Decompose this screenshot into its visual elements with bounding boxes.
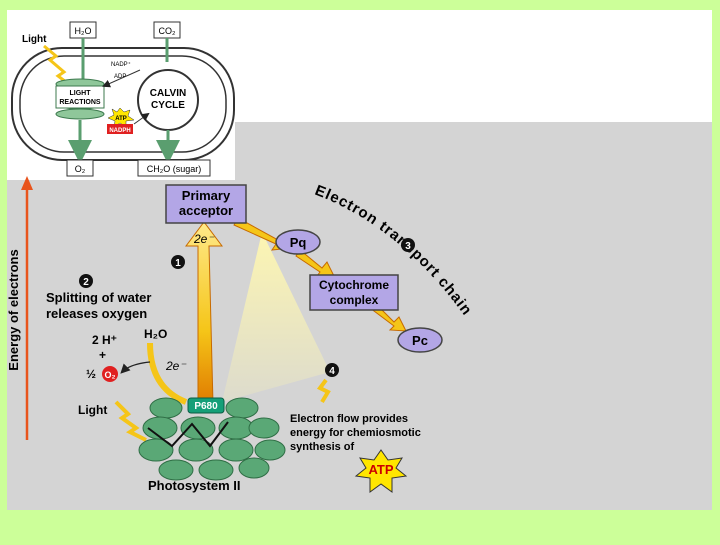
- overview-light-label: Light: [22, 34, 47, 45]
- plus-sign: +: [99, 348, 106, 362]
- pc-label: Pc: [412, 333, 428, 348]
- nadp-return-arrow: [102, 69, 141, 88]
- pc-oval: [397, 327, 443, 353]
- step-2-marker: [79, 274, 93, 288]
- pigment-molecule: [180, 416, 216, 440]
- half-label: ½: [86, 367, 96, 381]
- electron-flow-line2: energy for chemiosmotic: [290, 427, 421, 439]
- electrons-top-label: 2e⁻: [193, 232, 215, 246]
- light-label: Light: [78, 403, 107, 417]
- energy-axis-label: Energy of electrons: [6, 249, 21, 370]
- gray-panel-right: [235, 122, 712, 510]
- overview-sugar-box: [137, 159, 211, 177]
- atp-star: [354, 449, 408, 493]
- overview-h2o: H₂O: [75, 26, 92, 36]
- electron-boost-arrow: [185, 221, 223, 405]
- chloroplast-outline: [11, 47, 235, 161]
- overview-co2: CO₂: [159, 26, 177, 36]
- overview-adp: ADP: [114, 74, 126, 80]
- chloroplast-inner-outline: [19, 55, 227, 153]
- splitting-water-line1: Splitting of water: [46, 290, 151, 305]
- photosystem-complex: P680: [138, 397, 286, 481]
- pigment-molecule: [198, 459, 234, 481]
- overview-nadp: NADP⁺: [111, 61, 131, 68]
- primary-acceptor-line1: Primary: [182, 188, 231, 203]
- pigment-molecule: [238, 457, 270, 479]
- pigment-molecule: [248, 417, 280, 439]
- pigment-molecule: [225, 397, 259, 419]
- electrons-bottom-label: 2e⁻: [165, 359, 187, 373]
- calvin-cycle-line2: CYCLE: [151, 100, 185, 111]
- primary-acceptor-box: [165, 184, 247, 224]
- photosystem-label: Photosystem II: [148, 478, 240, 493]
- cytochrome-line2: complex: [330, 293, 379, 307]
- p680-label: P680: [194, 401, 218, 412]
- step-1-number: 1: [175, 258, 181, 269]
- light-reactions-line2: REACTIONS: [59, 99, 101, 106]
- electron-flow-line3: synthesis of: [290, 441, 355, 453]
- oxygen-release-arrow: [120, 361, 151, 374]
- cytochrome-box: [309, 274, 399, 311]
- step-2-number: 2: [83, 277, 89, 288]
- oxygen-molecule: [102, 366, 118, 382]
- p680-box: [187, 397, 225, 414]
- water-electron-arrow: [147, 342, 188, 405]
- chloroplast-overview: Light H₂O CO₂ LIGHT REACTIONS CALVIN CYC…: [11, 21, 235, 177]
- light-lightning-icon: [114, 400, 147, 442]
- overview-sugar: CH₂O (sugar): [147, 164, 202, 174]
- pigment-molecule: [158, 459, 194, 481]
- calvin-cycle-line1: CALVIN: [150, 88, 186, 99]
- pq-label: Pq: [290, 235, 307, 250]
- overview-o2: O₂: [75, 164, 86, 174]
- nadph-arrow: [133, 112, 150, 125]
- pigment-molecule: [149, 397, 183, 419]
- nadph-box: [107, 124, 133, 134]
- energy-transfer-zigzag: [147, 421, 229, 448]
- step4-lightning-icon: [316, 378, 331, 404]
- step-1-marker: [171, 255, 185, 269]
- step-4-marker: [325, 363, 339, 377]
- electron-flow-line1: Electron flow provides: [290, 413, 408, 425]
- energy-axis-arrowhead: [21, 176, 33, 190]
- pigment-molecule: [218, 438, 254, 462]
- primary-acceptor-line2: acceptor: [179, 203, 233, 218]
- pq-oval: [275, 229, 321, 255]
- overview-atp-star: [107, 107, 135, 128]
- pigment-molecule: [138, 438, 174, 462]
- pigment-molecule: [254, 439, 286, 461]
- step-3-marker: [401, 238, 415, 252]
- light-reactions-box: [55, 85, 105, 109]
- atp-label: ATP: [368, 462, 393, 477]
- light-reactions-line1: LIGHT: [70, 90, 92, 97]
- step-3-number: 3: [405, 241, 411, 252]
- light-cone: [222, 232, 330, 402]
- step-4-number: 4: [329, 366, 335, 377]
- thylakoid-disc: [55, 108, 105, 120]
- water-label: H₂O: [144, 327, 167, 341]
- lightning-icon: [43, 44, 67, 84]
- splitting-water-line2: releases oxygen: [46, 306, 147, 321]
- cytochrome-line1: Cytochrome: [319, 278, 389, 292]
- hydrogen-label: 2 H⁺: [92, 333, 117, 347]
- overview-o2-box: [66, 159, 94, 177]
- overview-atp: ATP: [115, 116, 127, 122]
- oxygen-label: O₂: [105, 370, 116, 380]
- pigment-molecule: [178, 438, 214, 462]
- overview-nadph: NADPH: [109, 128, 130, 134]
